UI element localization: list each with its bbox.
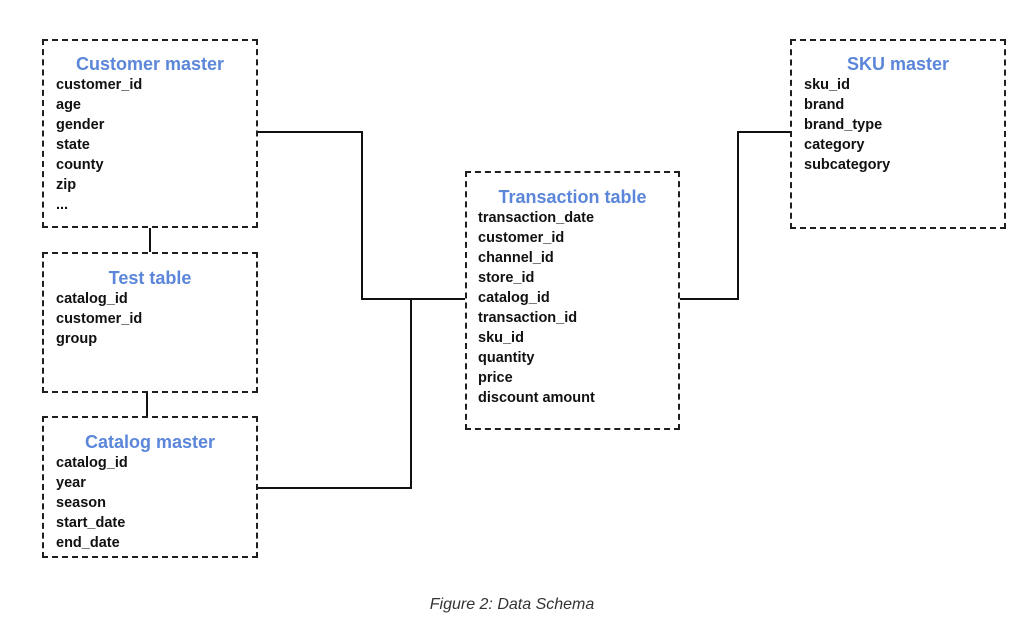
field-item: ...: [56, 197, 69, 213]
field-item: sku_id: [804, 77, 850, 93]
field-item: customer_id: [56, 77, 143, 93]
field-item: catalog_id: [56, 455, 128, 471]
field-item: year: [56, 475, 86, 491]
connector-customer-transaction: [258, 131, 465, 300]
catalog-master-title: Catalog master: [84, 432, 216, 452]
field-item: catalog_id: [56, 291, 128, 307]
sku-master-fields: sku_id brand brand_type category subcate…: [804, 75, 1004, 175]
customer-master-title: Customer master: [75, 54, 225, 74]
field-item: county: [56, 157, 104, 173]
field-item: end_date: [56, 535, 120, 551]
field-item: customer_id: [56, 311, 143, 327]
connector-transaction-sku: [680, 131, 790, 300]
field-item: transaction_date: [478, 210, 595, 226]
field-item: catalog_id: [478, 290, 550, 306]
field-item: season: [56, 495, 106, 511]
field-item: age: [56, 97, 81, 113]
test-table-title: Test table: [108, 268, 192, 288]
catalog-master-table: Catalog master catalog_id year season st…: [42, 416, 258, 558]
customer-master-table: Customer master customer_id age gender s…: [42, 39, 258, 228]
field-item: group: [56, 331, 98, 347]
transaction-table-fields: transaction_date customer_id channel_id …: [478, 208, 678, 408]
customer-master-fields: customer_id age gender state county zip …: [56, 75, 256, 215]
field-item: brand_type: [804, 117, 883, 133]
sku-master-table: SKU master sku_id brand brand_type categ…: [790, 39, 1006, 229]
field-item: zip: [56, 177, 77, 193]
field-item: transaction_id: [478, 310, 578, 326]
field-item: start_date: [56, 515, 126, 531]
field-item: price: [478, 370, 513, 386]
transaction-table: Transaction table transaction_date custo…: [465, 171, 680, 430]
transaction-table-title: Transaction table: [498, 187, 647, 207]
field-item: state: [56, 137, 90, 153]
field-item: gender: [56, 117, 105, 133]
field-item: sku_id: [478, 330, 524, 346]
field-item: channel_id: [478, 250, 554, 266]
test-table: Test table catalog_id customer_id group: [42, 252, 258, 393]
field-item: discount amount: [478, 390, 595, 406]
test-table-fields: catalog_id customer_id group: [56, 289, 256, 349]
sku-master-title: SKU master: [846, 54, 950, 74]
connector-catalog-transaction: [258, 299, 412, 489]
field-item: category: [804, 137, 865, 153]
catalog-master-fields: catalog_id year season start_date end_da…: [56, 453, 256, 553]
field-item: customer_id: [478, 230, 565, 246]
field-item: brand: [804, 97, 845, 113]
field-item: subcategory: [804, 157, 891, 173]
figure-caption: Figure 2: Data Schema: [429, 596, 595, 613]
field-item: store_id: [478, 270, 535, 286]
field-item: quantity: [478, 350, 535, 366]
